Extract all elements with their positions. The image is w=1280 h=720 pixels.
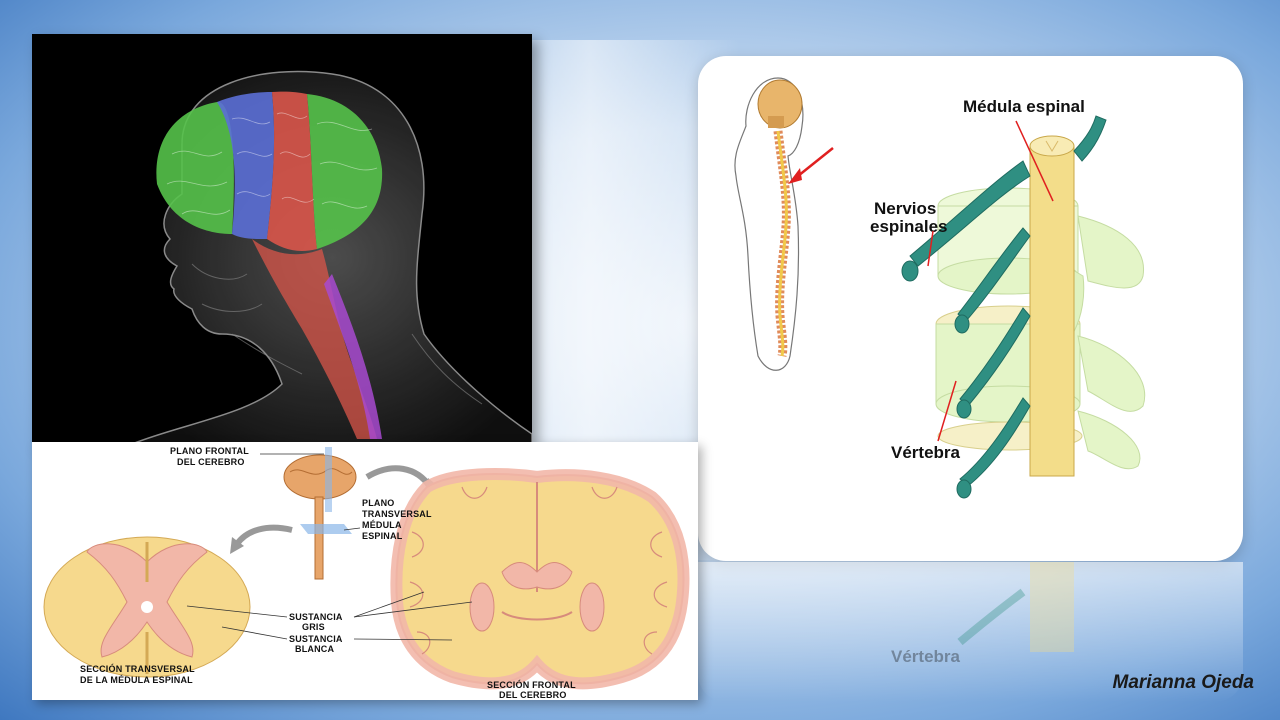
medula-pointer <box>1015 120 1054 202</box>
spine-svg: Médula espinal Nervios espinales Vértebr… <box>734 77 1146 499</box>
brain-gyri-texture <box>166 112 378 215</box>
label-sustancia-blanca-1: SUSTANCIA <box>289 634 343 644</box>
author-name: Marianna Ojeda <box>1112 672 1255 693</box>
frontal-plane <box>325 447 332 512</box>
label-medula-espinal: Médula espinal <box>963 97 1085 116</box>
blanca-pointer-right <box>353 638 453 641</box>
basal-ganglia-left <box>469 582 495 632</box>
skull-lines <box>191 263 483 405</box>
label-plano-transversal-2: TRANSVERSAL <box>362 509 432 519</box>
label-sustancia-blanca-2: BLANCA <box>295 644 334 654</box>
spinal-cord <box>1029 135 1075 477</box>
label-sustancia-gris-1: SUSTANCIA <box>289 612 343 622</box>
brainstem <box>252 239 377 439</box>
label-seccion-frontal-1: SECCIÓN FRONTAL <box>487 679 576 690</box>
arrow-to-transverse-section <box>234 524 293 546</box>
body-figure <box>734 77 834 371</box>
arrow-to-frontal-section <box>365 465 433 489</box>
spinal-nerves <box>901 115 1107 499</box>
vertebra-pointer <box>937 380 957 442</box>
brain-head-svg <box>131 70 532 444</box>
label-plano-frontal-2: DEL CEREBRO <box>177 457 245 467</box>
gray-matter-butterfly <box>86 543 208 658</box>
central-lobe <box>267 91 317 251</box>
label-sustancia-gris-2: GRIS <box>302 622 325 632</box>
label-plano-frontal-1: PLANO FRONTAL <box>170 446 249 456</box>
gris-pointer-right <box>353 601 473 618</box>
label-plano-transversal-4: ESPINAL <box>362 531 403 541</box>
label-seccion-frontal-2: DEL CEREBRO <box>499 690 567 700</box>
spine-panel-reflection: Vértebra <box>698 562 1243 702</box>
brain-illustration <box>32 34 532 444</box>
cortex-folds <box>409 486 668 655</box>
basal-ganglia-right <box>579 582 605 632</box>
label-nervios: Nervios <box>874 199 936 218</box>
label-seccion-transversal-1: SECCIÓN TRANSVERSAL <box>80 663 195 674</box>
mini-brain <box>283 447 357 580</box>
lateral-ventricles <box>501 562 573 590</box>
spinal-cord-illustration: Médula espinal Nervios espinales Vértebr… <box>698 56 1243 561</box>
nervios-pointer <box>927 230 934 267</box>
cns-sections-illustration: PLANO FRONTAL DEL CEREBRO PLANO TRANSVER… <box>32 442 698 700</box>
parietal-lobe <box>217 92 275 239</box>
sections-svg: PLANO FRONTAL DEL CEREBRO PLANO TRANSVER… <box>43 446 690 700</box>
spinal-nerve-tract <box>324 274 382 439</box>
reflection-label: Vértebra <box>891 647 961 666</box>
occipital-lobe <box>307 94 383 249</box>
transverse-plane <box>300 524 352 534</box>
label-plano-transversal-1: PLANO <box>362 498 395 508</box>
reflection-svg: Vértebra <box>891 562 1074 666</box>
label-plano-transversal-3: MÉDULA <box>362 520 402 530</box>
frontal-lobe <box>156 101 234 234</box>
label-espinales: espinales <box>870 217 948 236</box>
spinal-cord-cross-section <box>43 536 251 678</box>
label-seccion-transversal-2: DE LA MÉDULA ESPINAL <box>80 675 193 685</box>
label-vertebra: Vértebra <box>891 443 961 462</box>
blanca-pointer-left <box>221 626 288 640</box>
gris-pointer-left <box>186 605 288 618</box>
brain-frontal-section <box>390 468 690 690</box>
